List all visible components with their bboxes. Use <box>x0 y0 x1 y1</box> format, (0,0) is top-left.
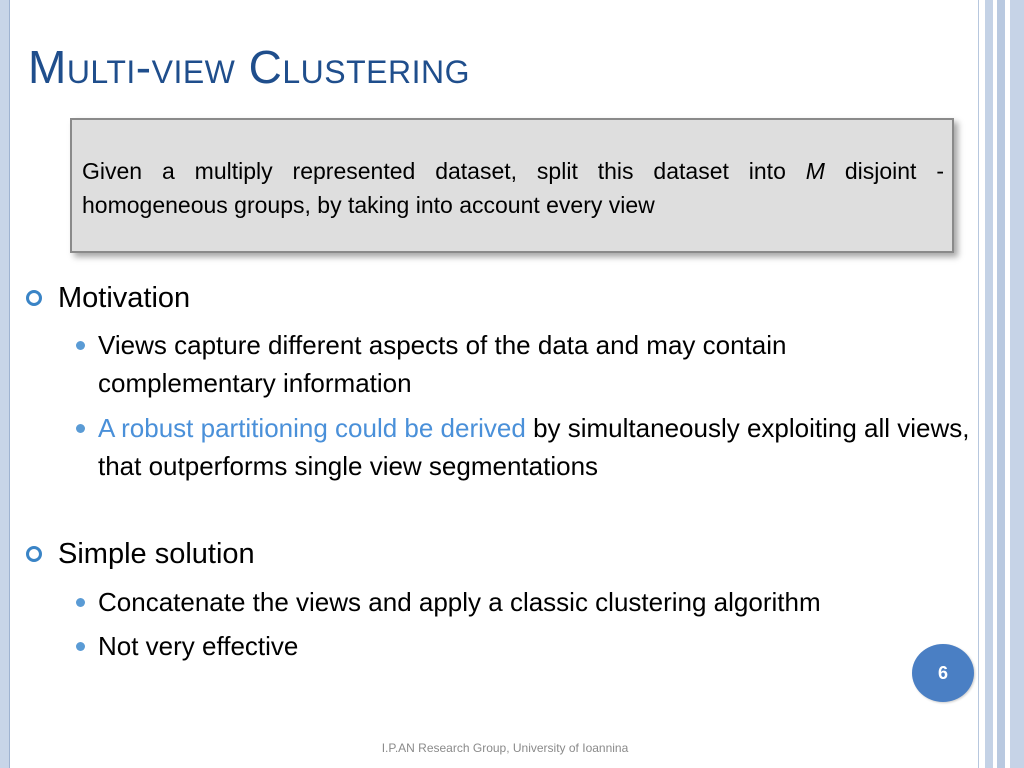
slide-title: Multi-view Clustering <box>28 41 471 93</box>
section-heading-simple-solution: Simple solution <box>26 538 255 571</box>
bullet-item: A robust partitioning could be derived b… <box>76 409 978 485</box>
hollow-circle-bullet-icon <box>26 546 42 562</box>
definition-text-after: disjoint - homogeneous groups, by taking… <box>82 158 944 218</box>
bullet-text: Not very effective <box>98 631 299 661</box>
footer-text: I.P.AN Research Group, University of Ioa… <box>381 741 629 755</box>
definition-variable: M <box>805 158 825 184</box>
section-heading-label: Motivation <box>58 282 191 314</box>
section-heading-motivation: Motivation <box>26 282 191 315</box>
right-border-stripe <box>985 0 993 768</box>
right-border-stripe <box>1010 0 1024 768</box>
page-number-badge: 6 <box>912 644 974 702</box>
dot-bullet-icon <box>76 598 85 607</box>
bullet-item: Not very effective <box>76 627 958 665</box>
bullet-text: by simultaneously exploiting all views, … <box>98 413 970 481</box>
bullet-item: Concatenate the views and apply a classi… <box>76 583 978 621</box>
dot-bullet-icon <box>76 341 85 350</box>
section-heading-label: Simple solution <box>58 538 255 570</box>
hollow-circle-bullet-icon <box>26 290 42 306</box>
right-border-stripe <box>978 0 985 768</box>
bullet-text: Concatenate the views and apply a classi… <box>98 587 821 617</box>
definition-text: Given a multiply represented dataset, sp… <box>82 154 944 222</box>
highlighted-text: A robust partitioning could be derived <box>98 413 526 443</box>
dot-bullet-icon <box>76 642 85 651</box>
definition-text-before: Given a multiply represented dataset, sp… <box>82 158 806 184</box>
definition-box: Given a multiply represented dataset, sp… <box>70 118 954 253</box>
bullet-text: Views capture different aspects of the d… <box>98 330 787 398</box>
right-border-stripe <box>997 0 1005 768</box>
right-border-stripe <box>1005 0 1010 768</box>
left-border-decoration <box>0 0 10 768</box>
right-border-stripe <box>993 0 997 768</box>
bullet-item: Views capture different aspects of the d… <box>76 326 958 402</box>
dot-bullet-icon <box>76 424 85 433</box>
